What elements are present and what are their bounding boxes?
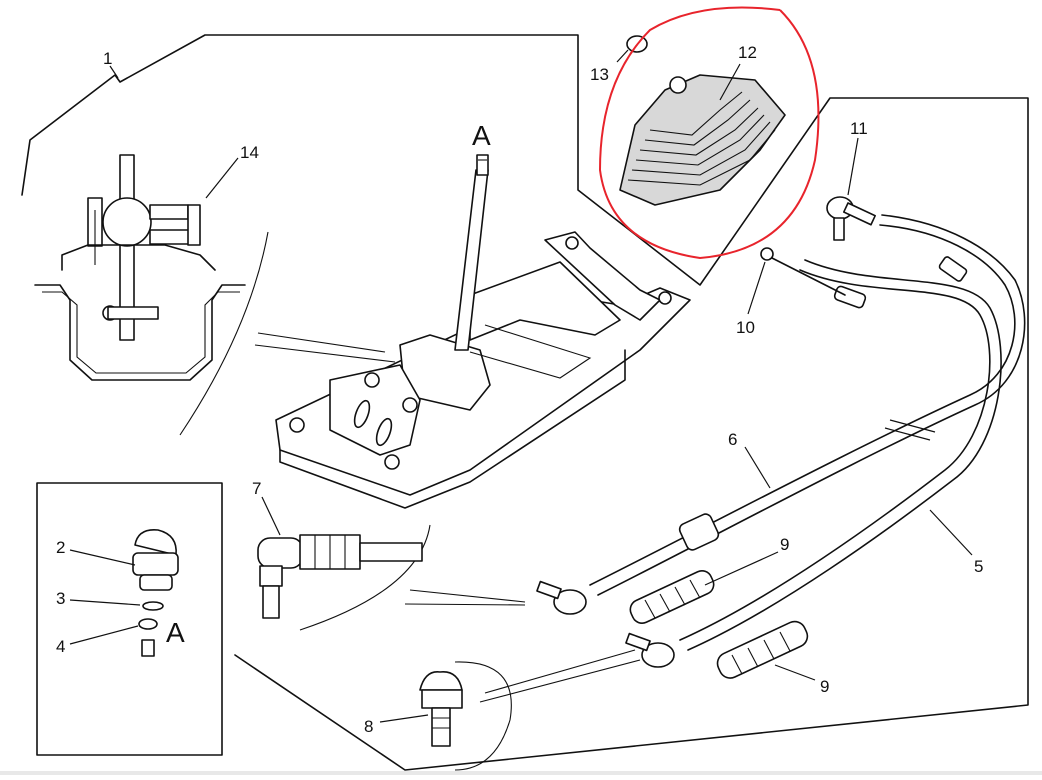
bellows-9-lower [716, 620, 809, 679]
ball-joint-7 [257, 534, 423, 619]
callout-1: 1 [103, 49, 112, 68]
cable-6-end-fitting [536, 580, 587, 615]
zoom-line-lever-2 [409, 589, 526, 603]
cable-end-10 [760, 247, 846, 296]
callout-9a: 9 [780, 535, 789, 554]
callout-14: 14 [240, 143, 259, 162]
shift-boot-12 [619, 74, 786, 206]
detail-arc-left [179, 231, 269, 436]
cutaway-detail [34, 154, 246, 381]
shift-lever [454, 154, 489, 351]
bellows-9-upper [629, 570, 715, 624]
bottom-edge-strip [0, 771, 1042, 775]
boot-highlight-circle [598, 6, 820, 260]
callout-7: 7 [252, 479, 261, 498]
bolt-8 [419, 671, 463, 747]
zoom-line-cutaway-2 [257, 332, 386, 353]
ring-4 [138, 618, 158, 657]
zoom-line-cutaway [254, 344, 396, 363]
cable-5 [679, 259, 1002, 651]
label-a-inset: A [166, 617, 185, 648]
cable-5-end-fitting [625, 632, 675, 668]
zoom-line-bolt-2 [479, 659, 641, 703]
callout-4: 4 [56, 637, 65, 656]
detail-arc-lever [299, 524, 431, 631]
callout-2: 2 [56, 538, 65, 557]
callout-12: 12 [738, 43, 757, 62]
leader-lines [69, 63, 973, 723]
callout-10: 10 [736, 318, 755, 337]
zoom-line-lever [404, 603, 526, 606]
clip-13 [616, 35, 648, 63]
rod-end-11 [826, 196, 876, 241]
callout-8: 8 [364, 717, 373, 736]
detail-arc-bottom [454, 661, 512, 771]
assembly-boundary [21, 34, 1029, 771]
callout-5: 5 [974, 557, 983, 576]
callout-9b: 9 [820, 677, 829, 696]
zoom-line-bolt [484, 649, 636, 694]
cable-6 [589, 214, 1026, 596]
callout-3: 3 [56, 589, 65, 608]
washer-3 [142, 601, 164, 611]
knob-inset-box [36, 482, 223, 756]
callout-11: 11 [850, 119, 868, 138]
shifter-base [275, 231, 691, 509]
callout-13: 13 [590, 65, 609, 84]
callout-6: 6 [728, 430, 737, 449]
label-a-lever: A [472, 120, 491, 151]
knob-2 [132, 528, 179, 591]
